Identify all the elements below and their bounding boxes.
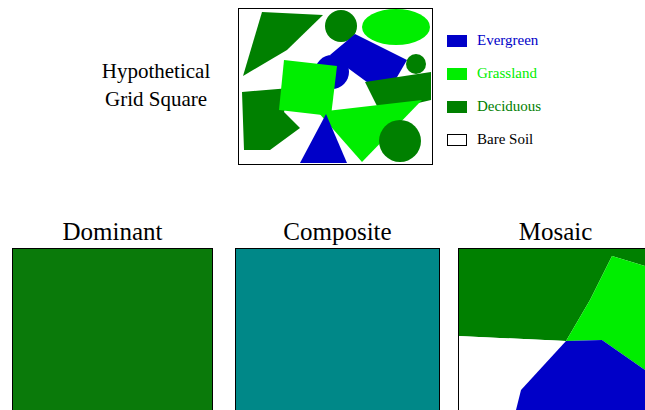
panel-heading: Dominant (13, 218, 212, 246)
composite-square: Composite (235, 248, 440, 410)
legend-entry: Bare Soil (447, 131, 533, 148)
legend-label: Bare Soil (477, 131, 533, 148)
grid-label: Hypothetical Grid Square (81, 58, 231, 113)
grid-square-cover (238, 8, 433, 165)
panel-heading: Composite (236, 218, 439, 246)
legend-swatch (447, 134, 467, 146)
legend-swatch (447, 68, 467, 80)
mosaic-cover (458, 248, 645, 410)
legend-label: Deciduous (477, 98, 541, 115)
legend-label: Grassland (477, 65, 537, 82)
legend-entry: Deciduous (447, 98, 541, 115)
dominant-square: Dominant (12, 248, 213, 410)
legend-swatch (447, 35, 467, 47)
mosaic-square: Mosaic (458, 248, 645, 410)
panel-heading: Mosaic (459, 218, 645, 246)
grid-square: Hypothetical Grid Square (238, 8, 433, 165)
legend-entry: Evergreen (447, 32, 538, 49)
legend-label: Evergreen (477, 32, 538, 49)
legend-swatch (447, 101, 467, 113)
legend-entry: Grassland (447, 65, 537, 82)
